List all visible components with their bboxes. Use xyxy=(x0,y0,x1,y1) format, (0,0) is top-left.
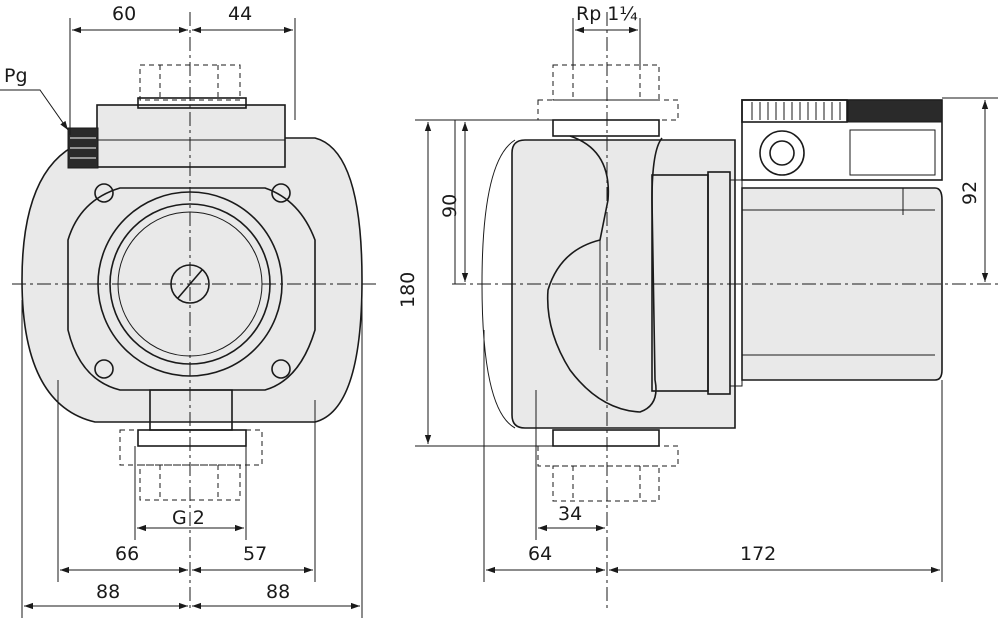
front-terminal-box xyxy=(96,104,286,168)
dim-92: 92 xyxy=(959,181,981,205)
front-lower-connector xyxy=(119,429,263,466)
pg-label: Pg xyxy=(4,65,28,87)
dim-66: 66 xyxy=(115,543,139,565)
selector-knob-icon xyxy=(759,130,805,176)
dim-88-left: 88 xyxy=(96,581,120,603)
side-top-flange xyxy=(552,119,660,137)
dim-172: 172 xyxy=(740,543,776,565)
side-top-connector xyxy=(537,99,679,121)
dim-60: 60 xyxy=(112,3,136,25)
front-motor-body xyxy=(67,187,316,391)
side-bottom-thread xyxy=(552,465,660,502)
dim-g2: G 2 xyxy=(172,507,205,529)
dim-44: 44 xyxy=(228,3,252,25)
side-top-thread xyxy=(552,64,660,101)
side-view xyxy=(452,12,998,612)
screw-icon xyxy=(94,359,114,379)
side-terminal-cover xyxy=(847,99,943,123)
dim-34: 34 xyxy=(558,503,582,525)
side-hub xyxy=(651,174,709,392)
side-motor-body xyxy=(741,187,943,381)
side-bottom-flange xyxy=(552,429,660,447)
dim-64: 64 xyxy=(528,543,552,565)
dim-88-right: 88 xyxy=(266,581,290,603)
dim-90: 90 xyxy=(439,194,461,218)
dim-180: 180 xyxy=(397,272,419,308)
screw-icon xyxy=(271,359,291,379)
selector-knob-center xyxy=(769,140,795,166)
dim-rp: Rp 1¼ xyxy=(576,3,638,25)
front-terminal-top xyxy=(137,97,247,109)
side-terminal-fins xyxy=(741,99,848,123)
front-dimensions xyxy=(0,18,363,618)
cooling-fins-icon xyxy=(751,102,841,120)
side-volute xyxy=(546,135,663,413)
front-lower-flange xyxy=(137,429,247,447)
dim-57: 57 xyxy=(243,543,267,565)
side-dimensions xyxy=(415,18,998,582)
side-pump-housing xyxy=(511,139,736,429)
screw-icon xyxy=(94,183,114,203)
screw-icon xyxy=(271,183,291,203)
side-bottom-connector xyxy=(537,445,679,467)
front-housing-outline xyxy=(21,137,363,423)
front-view xyxy=(12,12,380,612)
